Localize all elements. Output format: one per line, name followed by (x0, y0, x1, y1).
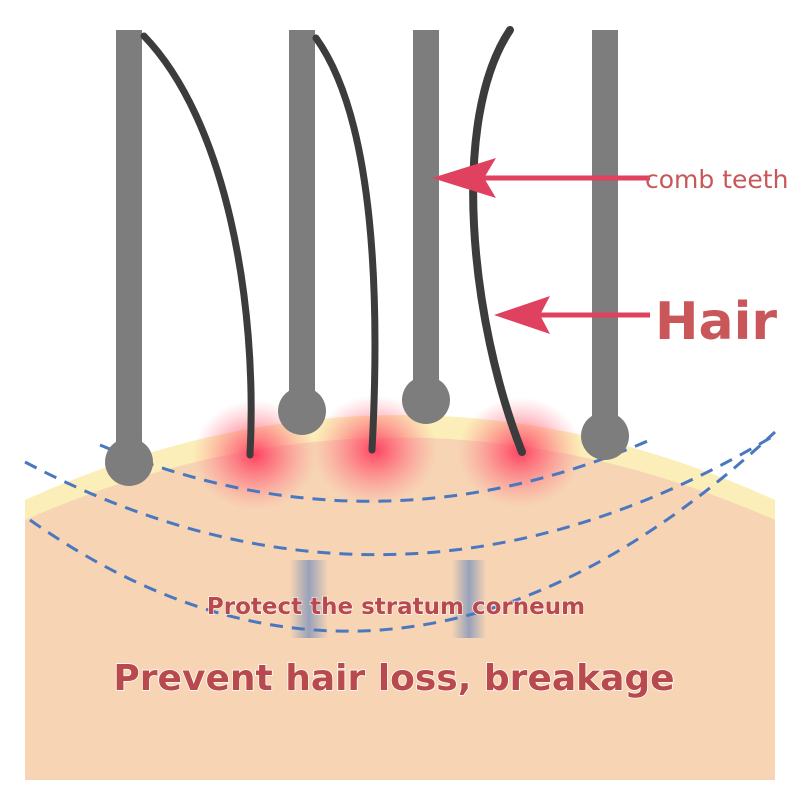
comb-tooth-icon (592, 30, 618, 436)
comb-tooth-tip (581, 412, 629, 460)
stratum-label: Protect the stratum corneum (207, 594, 585, 620)
prevent-label: Prevent hair loss, breakage (113, 658, 674, 699)
hair-strand-icon (473, 30, 522, 452)
comb-tooth-tip (278, 387, 326, 435)
comb-tooth-icon (413, 30, 439, 400)
comb-tooth-icon (289, 30, 315, 410)
comb-tooth-tip (105, 438, 153, 486)
hair-strands (144, 30, 522, 455)
comb-teeth-label: comb teeth (645, 165, 788, 194)
comb-tooth-icon (116, 30, 142, 460)
hair-strand-icon (316, 38, 375, 450)
arrow-hair (494, 296, 650, 334)
hair-strand-icon (144, 36, 251, 455)
comb-tooth-tip (402, 376, 450, 424)
hair-label: Hair (655, 292, 777, 352)
